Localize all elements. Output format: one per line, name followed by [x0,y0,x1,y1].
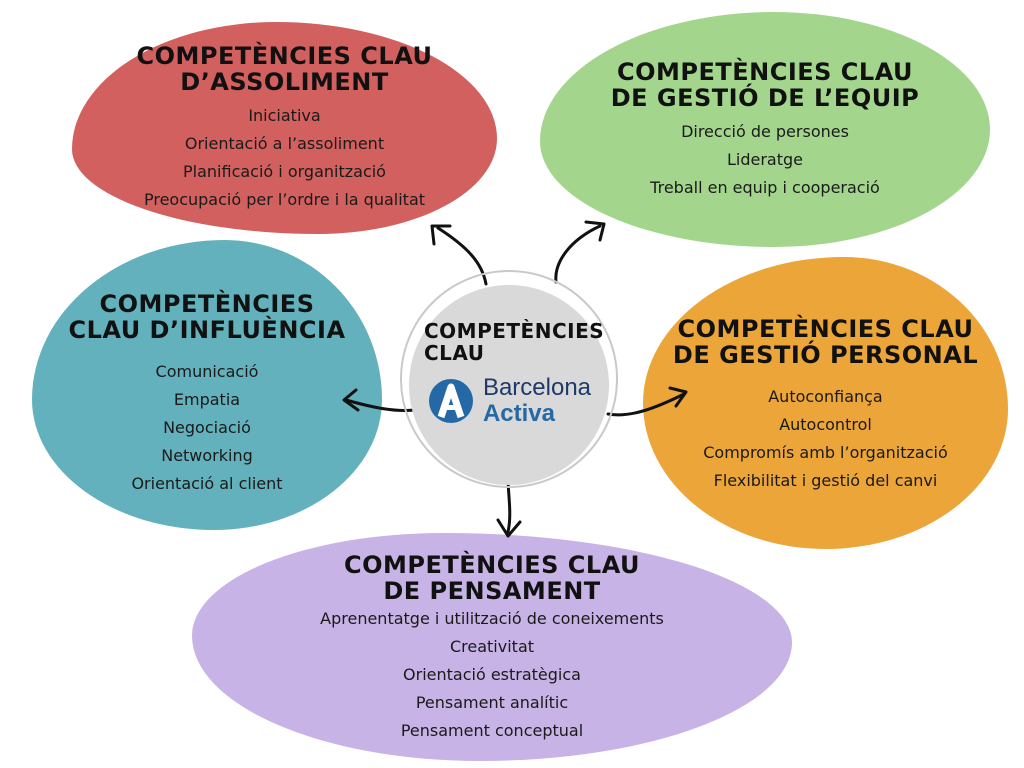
blob-assoliment: COMPETÈNCIES CLAU D’ASSOLIMENT Iniciativ… [72,22,497,234]
blob-gestio-equip: COMPETÈNCIES CLAU DE GESTIÓ DE L’EQUIP D… [540,12,990,247]
list-item: Preocupació per l’ordre i la qualitat [143,189,426,209]
list-item: Creativitat [449,636,535,656]
logo-line-barcelona: Barcelona [482,374,592,402]
barcelona-activa-a-icon [428,379,473,424]
blob-pensament: COMPETÈNCIES CLAU DE PENSAMENT Aprenenta… [192,533,792,761]
influencia-title: COMPETÈNCIES CLAU D’INFLUÈNCIA [68,290,346,344]
list-item: Negociació [163,417,251,437]
list-item: Planificació i organització [183,161,386,181]
list-item: Empatia [173,389,241,409]
list-item: Pensament conceptual [400,720,584,740]
personal-list: Autoconfiança Autocontrol Compromís amb … [703,383,947,495]
list-item: Orientació al client [131,473,283,493]
arrowhead-equip [584,220,606,242]
barcelona-activa-logo: Barcelona Activa [427,376,591,426]
list-item: Aprenentatge i utilització de coneixemen… [320,608,664,628]
list-item: Flexibilitat i gestió del canvi [713,470,938,490]
list-item: Compromís amb l’organització [703,442,948,462]
list-item: Pensament analític [415,692,569,712]
list-item: Autocontrol [779,414,872,434]
arrowhead-assoliment [430,224,452,246]
list-item: Orientació a l’assoliment [184,133,385,153]
list-item: Lideratge [726,149,803,169]
assoliment-title: COMPETÈNCIES CLAU D’ASSOLIMENT [136,42,433,96]
list-item: Orientació estratègica [403,664,581,684]
list-item: Iniciativa [248,105,321,125]
logo-line-activa: Activa [482,400,555,428]
equip-list: Direcció de persones Lideratge Treball e… [650,118,880,202]
pensament-title: COMPETÈNCIES CLAU DE PENSAMENT [343,551,641,605]
center-circle: COMPETÈNCIES CLAU Barcelona Activa [409,285,609,485]
pensament-list: Aprenentatge i utilització de coneixemen… [320,605,664,745]
influencia-list: Comunicació Empatia Negociació Networkin… [131,358,282,498]
center-ring [400,270,618,488]
center-title: COMPETÈNCIES CLAU [424,319,605,365]
list-item: Comunicació [155,361,259,381]
arrow-to-equip [554,224,602,284]
blob-gestio-personal: COMPETÈNCIES CLAU DE GESTIÓ PERSONAL Aut… [643,257,1008,549]
blob-influencia: COMPETÈNCIES CLAU D’INFLUÈNCIA Comunicac… [32,240,382,530]
list-item: Networking [161,445,253,465]
list-item: Treball en equip i cooperació [650,177,880,197]
personal-title: COMPETÈNCIES CLAU DE GESTIÓ PERSONAL [672,315,979,369]
assoliment-list: Iniciativa Orientació a l’assoliment Pla… [144,102,425,214]
equip-title: COMPETÈNCIES CLAU DE GESTIÓ DE L’EQUIP [610,58,920,112]
list-item: Autoconfiança [768,386,883,406]
list-item: Direcció de persones [681,121,849,141]
